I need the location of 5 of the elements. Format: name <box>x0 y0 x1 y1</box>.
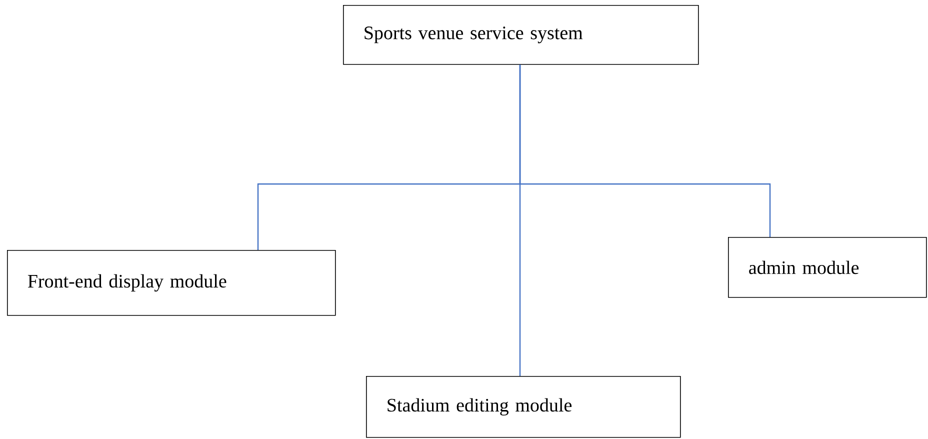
module-box: Stadium editing module <box>366 376 681 438</box>
module-box: Front-end display module <box>7 250 336 316</box>
module-box: Sports venue service system <box>343 5 699 65</box>
connector-line <box>519 64 521 376</box>
module-box: admin module <box>728 237 927 298</box>
